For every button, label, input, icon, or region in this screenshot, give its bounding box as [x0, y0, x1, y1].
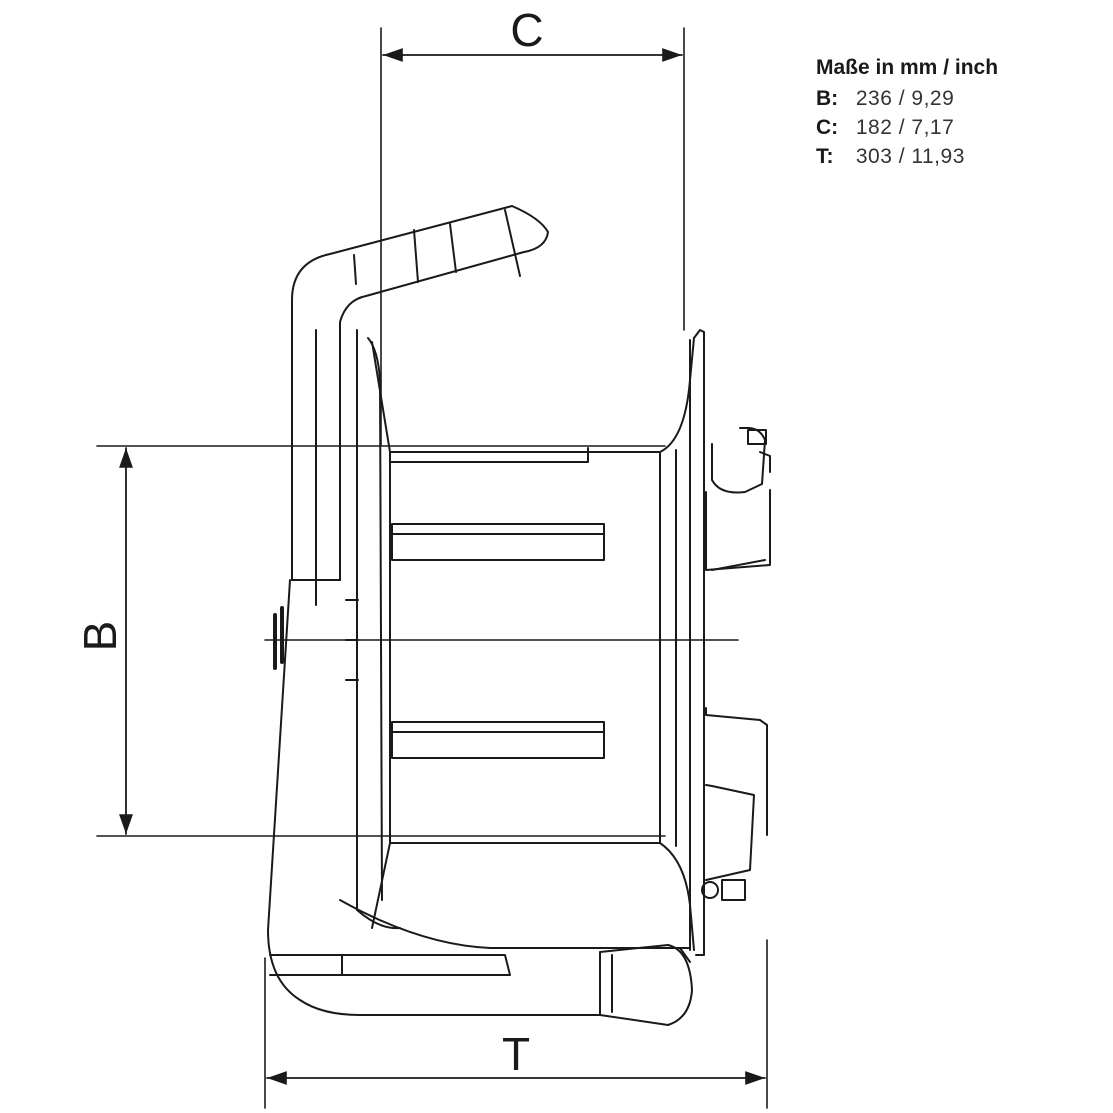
legend-title: Maße in mm / inch — [816, 56, 999, 79]
legend-value-c: 182 / 7,17 — [855, 116, 955, 139]
grip-foot — [599, 944, 693, 1026]
legend-value-t: 303 / 11,93 — [855, 145, 965, 168]
legend-row-c: C: 182 / 7,17 — [816, 113, 998, 142]
drum — [389, 447, 661, 844]
legend-row-t: T: 303 / 11,93 — [816, 142, 998, 171]
dimension-label-c: C — [510, 4, 543, 56]
right-flange — [659, 329, 705, 956]
dimension-legend: Maße in mm / inch B: 236 / 9,29 C: 182 /… — [816, 56, 998, 171]
dimension-c — [380, 27, 685, 446]
socket-upper — [705, 427, 771, 571]
socket-lower — [701, 707, 768, 901]
dimension-label-b: B — [74, 621, 126, 652]
legend-key-b: B: — [816, 87, 839, 110]
legend-row-b: B: 236 / 9,29 — [816, 84, 998, 113]
dimension-label-t: T — [502, 1028, 530, 1080]
left-flange — [345, 329, 401, 930]
legend-key-c: C: — [816, 116, 839, 139]
legend-value-b: 236 / 9,29 — [855, 87, 955, 110]
legend-key-t: T: — [816, 145, 834, 168]
base-frame — [267, 579, 691, 1016]
handle-frame — [291, 205, 549, 606]
dimension-t — [264, 939, 768, 1109]
